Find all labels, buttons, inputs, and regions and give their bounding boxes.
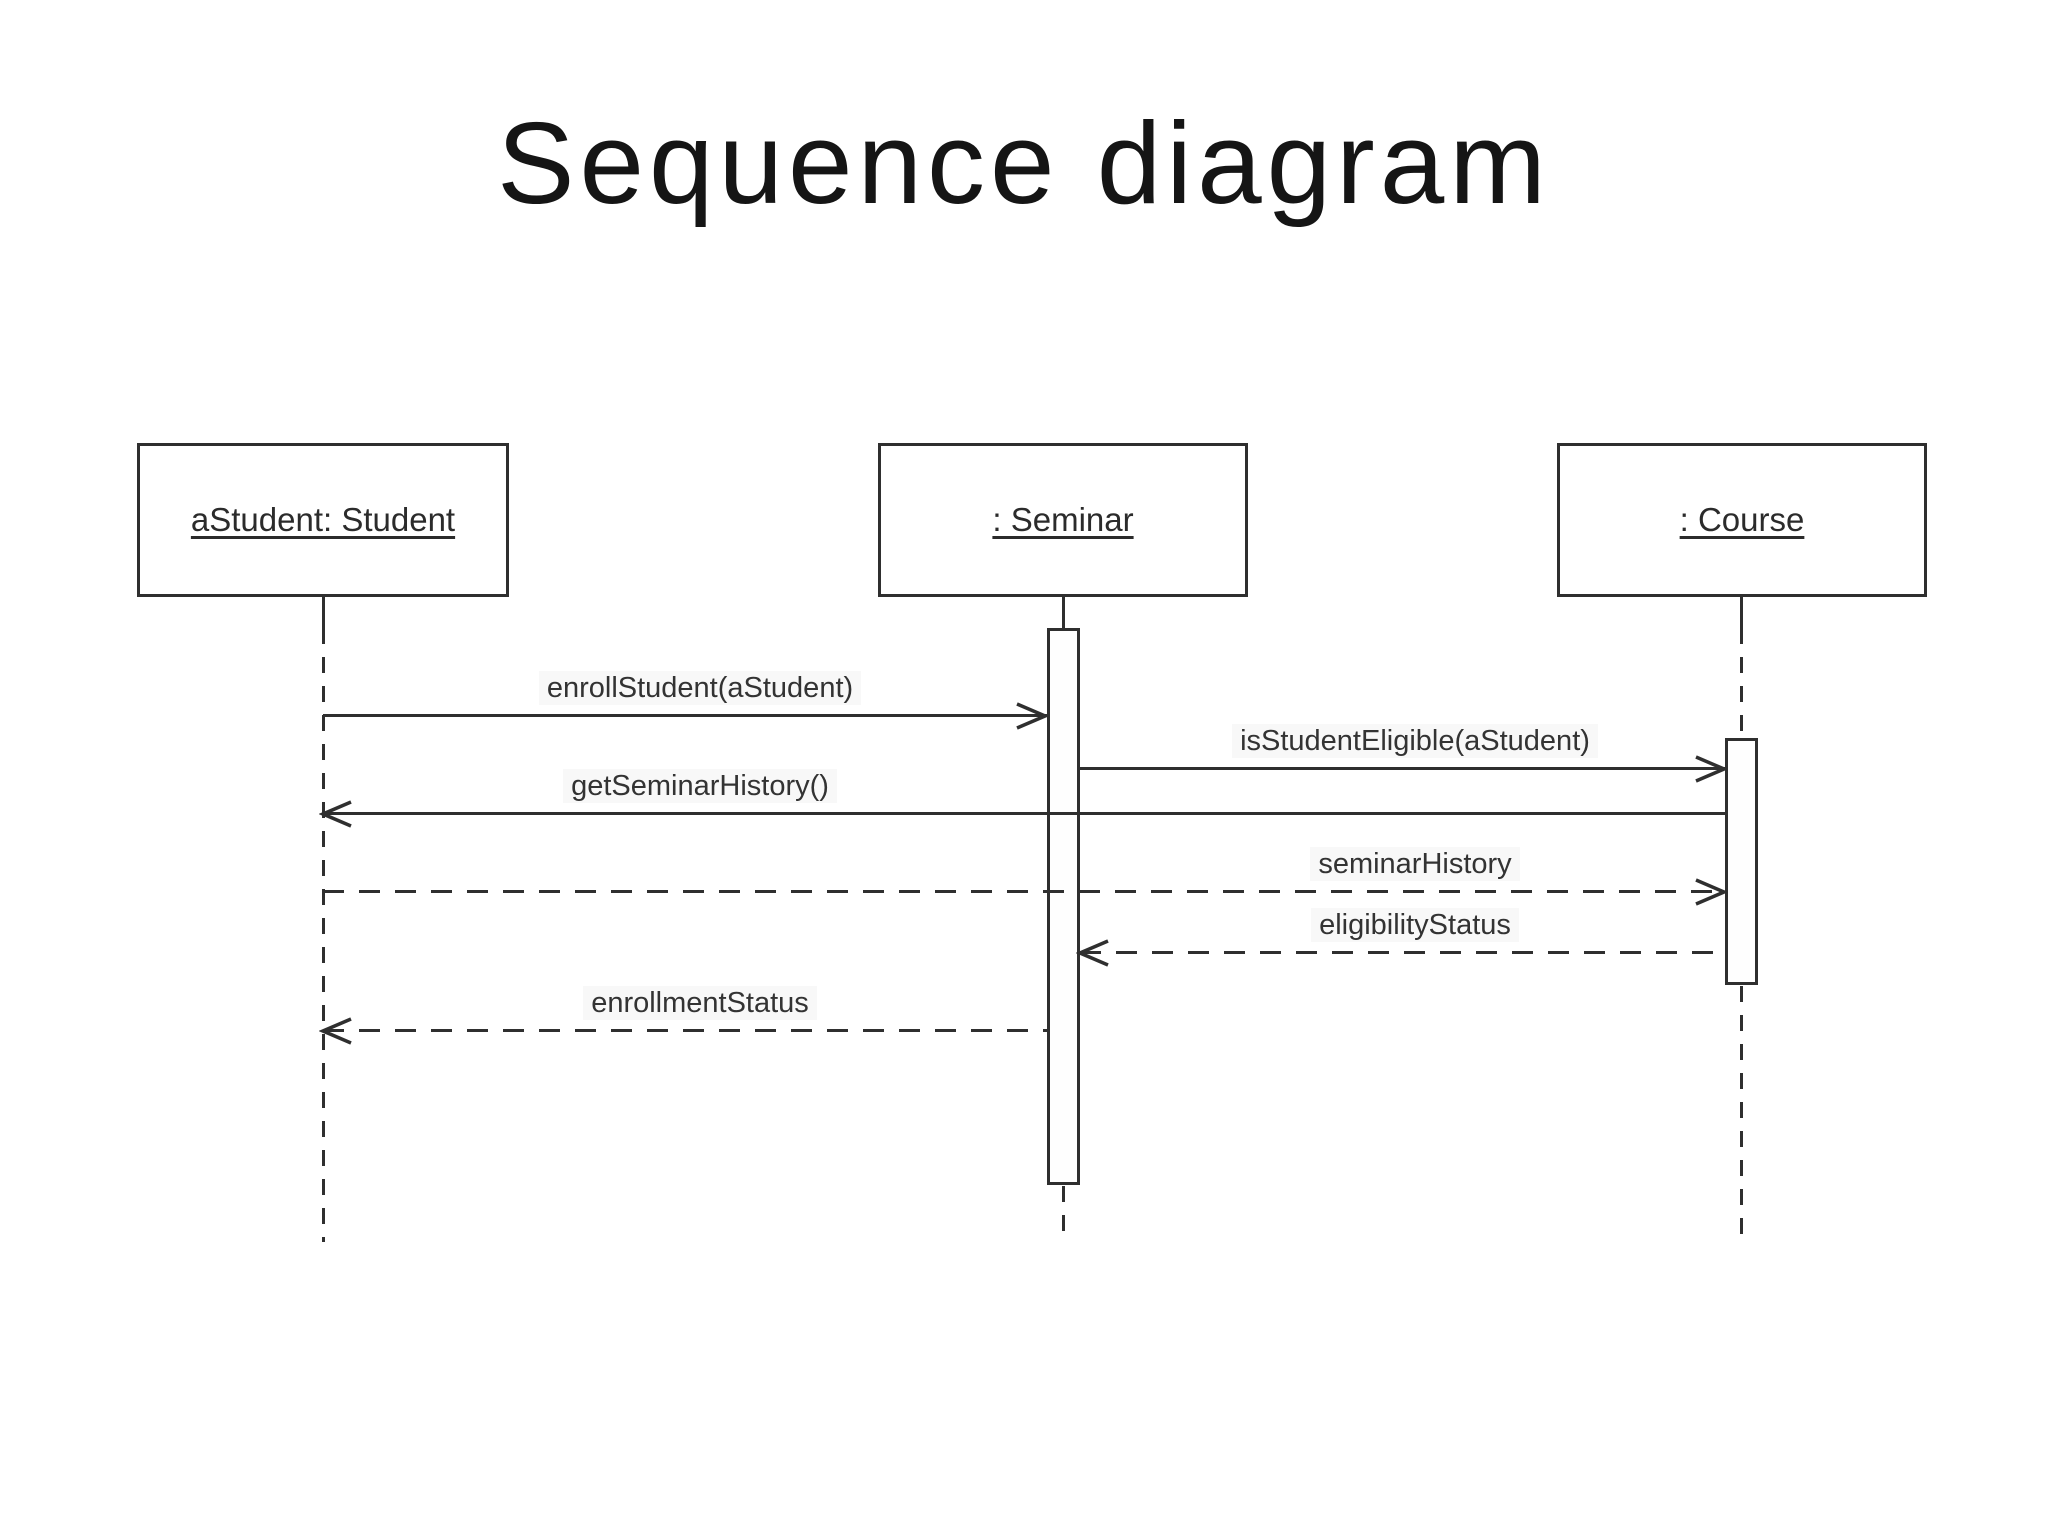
message-line-seminar-history xyxy=(323,890,1726,893)
actor-label-course: : Course xyxy=(1679,501,1805,538)
lifeline-student xyxy=(322,628,325,1242)
arrowhead-right-icon xyxy=(1695,755,1728,783)
message-label-seminar-history: seminarHistory xyxy=(1115,847,1715,881)
message-label-enrollment-status: enrollmentStatus xyxy=(400,986,1000,1020)
lifeline-course-lower xyxy=(1740,986,1743,1236)
activation-bar-seminar xyxy=(1047,628,1080,1185)
actor-label-seminar: : Seminar xyxy=(992,501,1134,538)
message-label-is-student-eligible: isStudentEligible(aStudent) xyxy=(1115,724,1715,758)
lifeline-stub-student xyxy=(322,597,325,628)
message-label-eligibility-status: eligibilityStatus xyxy=(1115,908,1715,942)
arrowhead-right-icon xyxy=(1695,878,1728,906)
lifeline-stub-seminar xyxy=(1062,597,1065,629)
activation-bar-course xyxy=(1725,738,1758,985)
arrowhead-right-icon xyxy=(1016,702,1049,730)
arrowhead-left-icon xyxy=(319,800,352,828)
actor-box-student: aStudent: Student xyxy=(137,443,509,597)
message-label-get-seminar-history: getSeminarHistory() xyxy=(400,769,1000,803)
diagram-title: Sequence diagram xyxy=(497,98,1551,228)
lifeline-stub-course xyxy=(1740,597,1743,628)
actor-box-seminar: : Seminar xyxy=(878,443,1248,597)
lifeline-course-upper xyxy=(1740,628,1743,738)
message-line-is-student-eligible xyxy=(1080,767,1726,770)
arrowhead-left-icon xyxy=(1076,939,1109,967)
actor-label-student: aStudent: Student xyxy=(190,501,456,538)
message-label-enroll-student: enrollStudent(aStudent) xyxy=(400,671,1000,705)
actor-box-course: : Course xyxy=(1557,443,1927,597)
message-line-get-seminar-history xyxy=(323,812,1726,815)
message-line-eligibility-status xyxy=(1080,951,1726,954)
arrowhead-left-icon xyxy=(319,1017,352,1045)
lifeline-seminar xyxy=(1062,1186,1065,1242)
message-line-enroll-student xyxy=(323,714,1047,717)
message-line-enrollment-status xyxy=(323,1029,1047,1032)
